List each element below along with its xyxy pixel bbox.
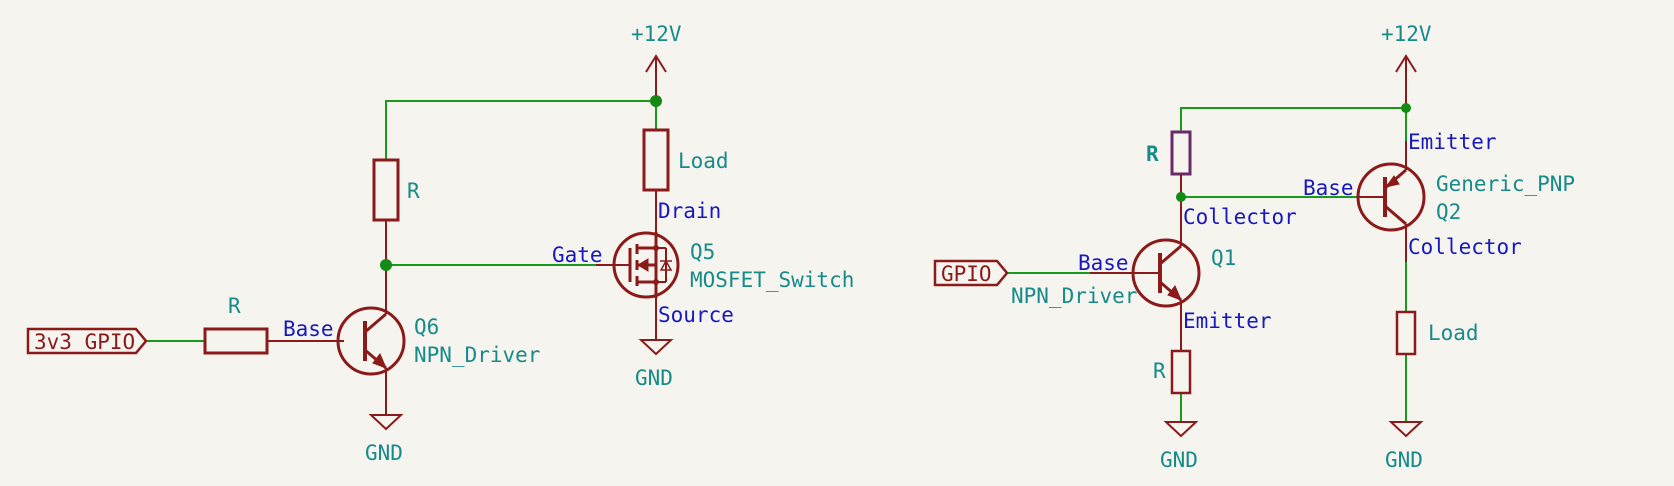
left-npn-ground[interactable]: GND bbox=[365, 414, 404, 465]
left-pullup-resistor-label: R bbox=[407, 179, 420, 203]
right-npn-ground-label: GND bbox=[1160, 448, 1198, 472]
wire-pullup-to-supply[interactable] bbox=[385, 100, 656, 160]
right-npn-base-pin: Base bbox=[1078, 251, 1129, 275]
right-circuit: +12V R GPIO Base Collector Emitter Q1 bbox=[933, 22, 1575, 472]
left-npn-ref: Q6 bbox=[414, 315, 439, 339]
left-mosfet-value: MOSFET_Switch bbox=[690, 268, 854, 292]
left-npn-transistor[interactable]: Base Q6 NPN_Driver bbox=[283, 265, 540, 415]
left-npn-ground-label: GND bbox=[365, 441, 403, 465]
right-pullup-resistor[interactable]: R bbox=[1146, 130, 1192, 197]
left-supply-junction[interactable] bbox=[650, 95, 662, 107]
left-input-port[interactable]: 3v3_GPIO bbox=[26, 327, 148, 355]
right-pnp-collector-pin: Collector bbox=[1408, 235, 1522, 259]
left-base-resistor-label: R bbox=[228, 294, 241, 318]
left-mosfet-source-pin: Source bbox=[658, 303, 734, 327]
right-pnp-ref: Q2 bbox=[1436, 200, 1461, 224]
left-npn-base-pin: Base bbox=[283, 317, 334, 341]
left-input-label: 3v3_GPIO bbox=[34, 330, 135, 354]
right-npn-collector-pin: Collector bbox=[1183, 205, 1297, 229]
left-gate-junction[interactable] bbox=[380, 259, 392, 271]
right-npn-emitter-pin: Emitter bbox=[1183, 309, 1272, 333]
right-load-label: Load bbox=[1428, 321, 1479, 345]
right-npn-value: NPN_Driver bbox=[1011, 284, 1137, 308]
left-mosfet[interactable]: Gate Drain Source Q5 MOSFET_Switch bbox=[552, 199, 854, 340]
right-collector-junction[interactable] bbox=[1176, 192, 1186, 202]
right-pnp-base-pin: Base bbox=[1303, 176, 1354, 200]
right-emitter-resistor-label: R bbox=[1153, 359, 1166, 383]
left-mosfet-gate-pin: Gate bbox=[552, 243, 603, 267]
left-npn-value: NPN_Driver bbox=[414, 343, 540, 367]
right-pnp-value: Generic_PNP bbox=[1436, 172, 1575, 196]
left-load-label: Load bbox=[678, 149, 729, 173]
wire-pullup-to-supply-right[interactable] bbox=[1180, 107, 1406, 132]
left-supply-label: +12V bbox=[631, 22, 682, 46]
left-supply-symbol[interactable]: +12V bbox=[631, 22, 682, 101]
left-circuit: +12V R Load 3v3_GPIO R bbox=[26, 22, 854, 465]
left-pullup-resistor[interactable]: R bbox=[372, 158, 420, 265]
right-npn-ref: Q1 bbox=[1211, 246, 1236, 270]
right-npn-ground[interactable]: GND bbox=[1160, 421, 1199, 472]
right-pnp-emitter-pin: Emitter bbox=[1408, 130, 1497, 154]
right-pnp-ground[interactable]: GND bbox=[1385, 421, 1424, 472]
left-mosfet-drain-pin: Drain bbox=[658, 199, 721, 223]
right-input-port[interactable]: GPIO bbox=[933, 259, 1009, 287]
right-input-label: GPIO bbox=[941, 262, 992, 286]
left-mosfet-ground-label: GND bbox=[635, 366, 673, 390]
right-load[interactable]: Load bbox=[1395, 310, 1479, 356]
left-mosfet-ground[interactable]: GND bbox=[635, 339, 674, 390]
right-pnp-ground-label: GND bbox=[1385, 448, 1423, 472]
left-wires bbox=[146, 100, 657, 342]
right-supply-junction[interactable] bbox=[1401, 103, 1411, 113]
right-pullup-resistor-label: R bbox=[1146, 142, 1159, 166]
right-npn-transistor[interactable]: Base Collector Emitter Q1 NPN_Driver bbox=[1011, 197, 1297, 351]
right-wires bbox=[1007, 107, 1407, 422]
right-emitter-resistor[interactable]: R bbox=[1153, 349, 1192, 395]
left-load[interactable]: Load bbox=[642, 128, 729, 232]
left-mosfet-ref: Q5 bbox=[690, 240, 715, 264]
left-base-resistor[interactable]: R bbox=[203, 294, 344, 355]
right-supply-symbol[interactable]: +12V bbox=[1381, 22, 1432, 108]
right-pnp-transistor[interactable]: Base Emitter Collector Generic_PNP Q2 bbox=[1303, 130, 1575, 262]
right-supply-label: +12V bbox=[1381, 22, 1432, 46]
